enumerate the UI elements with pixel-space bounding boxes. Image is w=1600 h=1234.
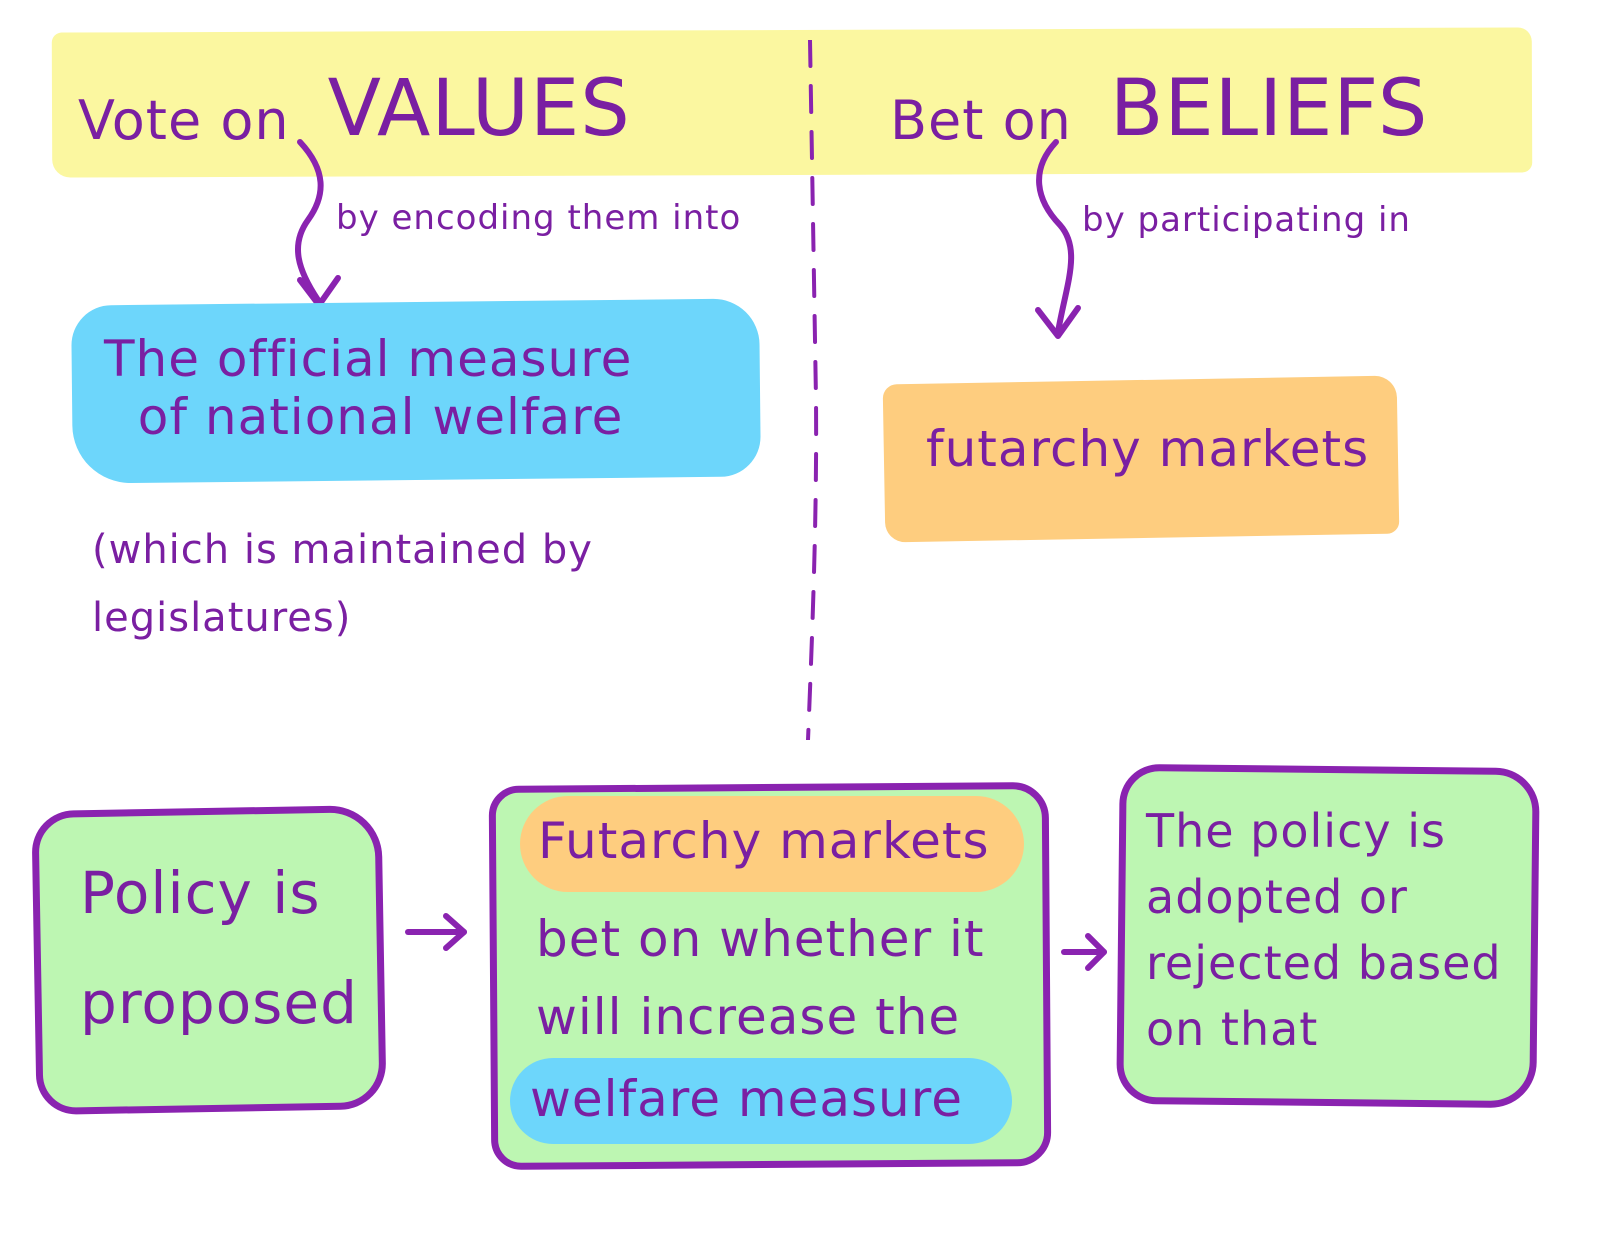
- legislatures-note: (which is maintained by legislatures): [92, 527, 593, 641]
- header-left-prefix: Vote on: [78, 89, 290, 152]
- left-connector-label: by encoding them into: [336, 198, 742, 238]
- step-markets-bet-text: bet on whether it will increase the: [536, 910, 985, 1046]
- futarchy-markets-text: futarchy markets: [926, 420, 1370, 478]
- step-policy-decision-text: The policy is adopted or rejected based …: [1146, 804, 1502, 1056]
- arrow-right-icon: [405, 913, 467, 951]
- dashed-divider: [806, 40, 819, 740]
- right-connector-label: by participating in: [1082, 200, 1411, 240]
- welfare-measure-text: The official measure of national welfare: [104, 330, 633, 446]
- step-markets-title: Futarchy markets: [538, 812, 990, 870]
- header-left-keyword: VALUES: [327, 64, 631, 154]
- futarchy-markets-highlight: [520, 796, 1024, 892]
- welfare-measure-highlight: [510, 1058, 1012, 1144]
- step-policy-proposed-text: Policy is proposed: [80, 859, 358, 1037]
- header-beliefs: Bet on BELIEFS: [890, 48, 1428, 148]
- header-right-prefix: Bet on: [890, 89, 1072, 152]
- step-welfare-measure-text: welfare measure: [530, 1070, 963, 1128]
- squiggle-arrow-down-icon: [1035, 139, 1081, 339]
- header-values: Vote on VALUES: [78, 48, 631, 148]
- arrow-right-icon: [1061, 933, 1107, 971]
- header-right-keyword: BELIEFS: [1109, 64, 1429, 154]
